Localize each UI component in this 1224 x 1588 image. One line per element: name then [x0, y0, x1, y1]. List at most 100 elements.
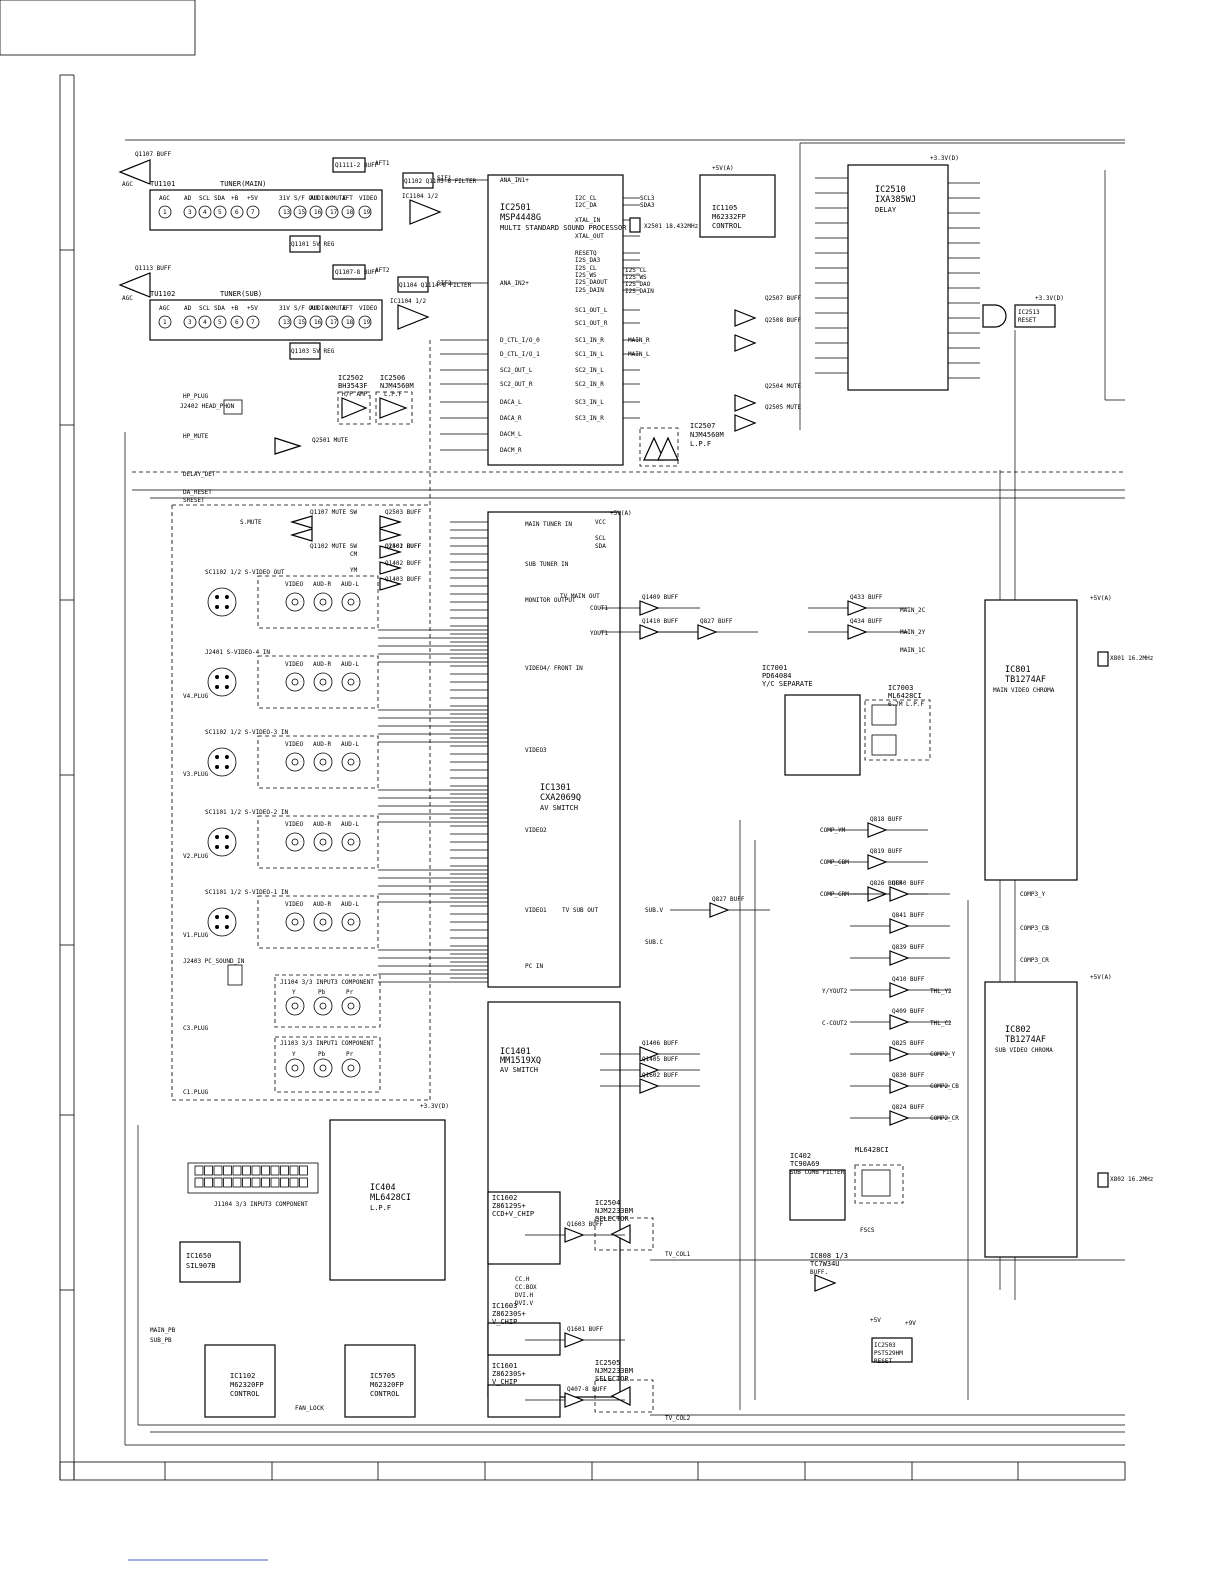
tuner-pin-number: 1 — [163, 319, 167, 326]
svg-text:COMP2_CB: COMP2_CB — [930, 1083, 959, 1090]
svg-text:PD64084: PD64084 — [762, 672, 792, 680]
buffer-label: Q1406 BUFF — [642, 1040, 679, 1047]
tuner-pin — [325, 315, 339, 329]
dvi-pin — [194, 1165, 204, 1176]
tuner-pin-label: S/F OUT — [294, 195, 320, 202]
ic2501-pin-label: ANA_IN2+ — [500, 280, 529, 287]
svg-text:Q2502 BUFF: Q2502 BUFF — [385, 543, 422, 550]
rca-group-box — [257, 575, 379, 629]
svg-text:IC1603: IC1603 — [492, 1302, 517, 1310]
svg-text:FAN_LOCK: FAN_LOCK — [295, 1405, 324, 1412]
rca-jack — [313, 752, 333, 772]
buffer-label: Q433 BUFF — [850, 594, 883, 601]
svg-text:TC7W34U: TC7W34U — [810, 1260, 840, 1268]
buffer-triangle — [889, 1078, 910, 1094]
s-video-pin — [215, 915, 220, 920]
svg-text:Q2503 BUFF: Q2503 BUFF — [385, 509, 422, 516]
ic2501-pin-label: SC1_IN_L — [575, 351, 604, 358]
rca-jack — [341, 832, 361, 852]
dvi-pin — [251, 1165, 261, 1176]
svg-text:Q2508 BUFF: Q2508 BUFF — [765, 317, 802, 324]
ic2510-block: IC2510 IXA385WJ DELAY — [815, 164, 980, 391]
svg-text:IC802: IC802 — [1005, 1025, 1031, 1035]
ic2505-selector: IC2505 NJM2233BM SELECTOR — [594, 1359, 654, 1413]
tuner-pin-number: 18 — [346, 209, 354, 216]
tuner-pin — [213, 315, 227, 329]
svg-text:CONTROL: CONTROL — [712, 222, 742, 230]
svg-text:COUT1: COUT1 — [590, 605, 608, 612]
tuner-pin — [183, 315, 197, 329]
rca-jack — [313, 592, 333, 612]
dvi-pin — [223, 1177, 232, 1188]
ic2501-pin-label: SC2_OUT_L — [500, 367, 533, 374]
svg-text:IC2513: IC2513 — [1018, 309, 1040, 316]
buffer-label: Q827 BUFF — [700, 618, 733, 625]
rca-jack-center — [291, 838, 299, 846]
buffer-triangle — [889, 1014, 910, 1030]
svg-text:NJM2233BM: NJM2233BM — [595, 1367, 633, 1375]
rca-jack — [341, 592, 361, 612]
rca-jack-label: VIDEO — [285, 661, 303, 668]
tuner-pin — [198, 315, 212, 329]
buffer-label: Q1405 BUFF — [642, 1056, 679, 1063]
svg-text:Q1111-2 BUFF: Q1111-2 BUFF — [335, 162, 379, 169]
svg-text:Pb: Pb — [318, 1051, 326, 1058]
dvi-pin — [232, 1165, 242, 1176]
ic2501-pin-label: D_CTL_I/O_1 — [500, 351, 540, 358]
buffer-triangle — [867, 854, 888, 870]
agc-buffers: Q1107 BUFF Q1113 BUFF — [118, 151, 172, 298]
s-video-pin — [215, 755, 220, 760]
svg-text:C-COUT2: C-COUT2 — [822, 1020, 848, 1027]
svg-text:J1103 3/3 INPUT1 COMPONENT: J1103 3/3 INPUT1 COMPONENT — [280, 1040, 374, 1047]
rca-jack-label: AUD-L — [341, 741, 359, 748]
rca-jack — [285, 912, 305, 932]
ic2501-pin-label: SC2_IN_L — [575, 367, 604, 374]
buffer-triangle — [889, 918, 910, 934]
tuner-pin-number: 18 — [346, 319, 354, 326]
rca-jack-center — [291, 598, 299, 606]
tuner-pin — [358, 315, 372, 329]
svg-text:IC2502: IC2502 — [338, 374, 363, 382]
svg-text:SRESET: SRESET — [183, 497, 205, 504]
buffer-triangle — [847, 600, 868, 616]
dvi-pin — [242, 1165, 251, 1176]
svg-text:J2402 HEAD_PHON: J2402 HEAD_PHON — [180, 403, 235, 410]
svg-text:HP_MUTE: HP_MUTE — [183, 433, 209, 440]
rca-jack-center — [319, 678, 327, 686]
tuner-pin — [230, 315, 244, 329]
dvi-pin — [289, 1177, 299, 1188]
rca-jack-center — [319, 758, 327, 766]
svg-text:X802 16.2MHz: X802 16.2MHz — [1110, 1176, 1154, 1183]
ic7001-block: IC7001 PD64084 Y/C SEPARATE — [762, 664, 861, 776]
ic2507-lpf: IC2507 NJM4560M L.P.F — [639, 422, 724, 467]
svg-text:IC801: IC801 — [1005, 665, 1031, 675]
component-input1: J1103 3/3 INPUT1 COMPONENT Y Pb Pr — [274, 1036, 381, 1093]
tuner-pin-label: AUDIO MUTE — [310, 305, 347, 312]
svg-text:BH3543F: BH3543F — [338, 382, 368, 390]
dvi-pin — [299, 1165, 308, 1176]
rca-group-box — [257, 815, 379, 869]
svg-text:COMP_YM: COMP_YM — [820, 827, 846, 834]
svg-text:MAIN_L: MAIN_L — [628, 351, 650, 358]
rca-jack-label: VIDEO — [285, 821, 303, 828]
tuner-pin-number: 13 — [283, 319, 291, 326]
buffer-triangle — [889, 886, 910, 902]
s-video-pin — [224, 684, 229, 689]
svg-text:IC808 1/3: IC808 1/3 — [810, 1252, 848, 1260]
ic2501-pin-label: I2C_DA — [575, 202, 597, 209]
ic2501-name: IC2501 — [500, 203, 531, 213]
tuner-pin-number: 4 — [203, 319, 207, 326]
ic2501-pin-label: XTAL_OUT — [575, 233, 604, 240]
ic801-block: IC801 TB1274AF MAIN VIDEO CHROMA — [984, 599, 1078, 881]
svg-text:SUB TUNER IN: SUB TUNER IN — [525, 561, 569, 568]
dvi-pin — [223, 1165, 232, 1176]
buffer-label: Q824 BUFF — [892, 1104, 925, 1111]
svg-text:Q1402 BUFF: Q1402 BUFF — [385, 560, 422, 567]
svg-text:TB1274AF: TB1274AF — [1005, 1035, 1046, 1045]
svg-text:M62320FP: M62320FP — [370, 1381, 404, 1389]
tuner-pin-label: 31V — [279, 305, 290, 312]
tuner-pin-number: 7 — [251, 319, 255, 326]
buffer-label: Q1602 BUFF — [642, 1072, 679, 1079]
ic2506-lpf: IC2506 NJM4560M L.P.F — [375, 374, 414, 425]
svg-text:Z86129S+: Z86129S+ — [492, 1202, 526, 1210]
